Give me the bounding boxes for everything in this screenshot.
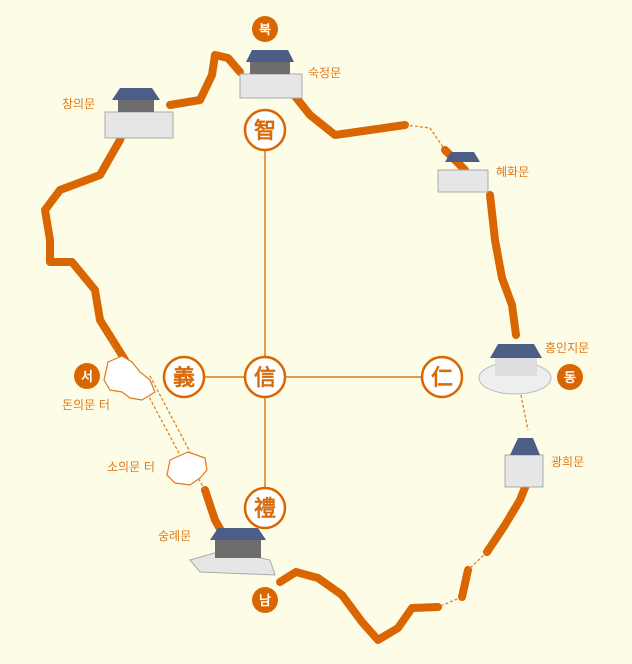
virtue-center: 信 xyxy=(243,355,287,399)
direction-north-badge: 북 xyxy=(252,16,278,42)
direction-north-text: 북 xyxy=(259,23,271,38)
virtue-south-text: 禮 xyxy=(254,496,276,522)
gate-hyehwamun-building[interactable] xyxy=(437,152,489,193)
label-souimun: 소의문 터 xyxy=(107,460,155,474)
virtue-cross-lines xyxy=(205,150,422,490)
label-heunginjimun: 흥인지문 xyxy=(545,341,589,355)
direction-west-badge: 서 xyxy=(74,363,100,389)
virtue-east: 仁 xyxy=(420,355,464,399)
souimun-site-shape xyxy=(166,451,208,486)
label-donuimun: 돈의문 터 xyxy=(62,398,110,412)
label-sungnyemun: 숭례문 xyxy=(158,529,191,543)
label-gwanghuimun: 광희문 xyxy=(551,455,584,469)
gate-gwanghuimun-building[interactable] xyxy=(504,438,544,488)
direction-east-badge: 동 xyxy=(557,364,583,390)
lost-wall-segments xyxy=(104,124,529,608)
donuimun-site-shape xyxy=(103,355,156,401)
direction-south-badge: 남 xyxy=(252,587,278,613)
gate-sukjeongmun-building[interactable] xyxy=(239,50,303,99)
direction-south-text: 남 xyxy=(259,593,271,609)
virtue-center-text: 信 xyxy=(254,365,276,391)
virtue-south: 禮 xyxy=(243,486,287,530)
label-changuimun: 창의문 xyxy=(62,97,95,111)
gate-changuimun-building[interactable] xyxy=(104,88,174,139)
virtue-west-text: 義 xyxy=(173,365,195,391)
virtue-north: 智 xyxy=(243,108,287,152)
city-wall-path xyxy=(41,51,532,644)
gate-sungnyemun-building[interactable] xyxy=(189,528,276,576)
direction-east-text: 동 xyxy=(564,371,576,386)
direction-west-text: 서 xyxy=(81,370,93,385)
virtue-west: 義 xyxy=(162,355,206,399)
gate-heunginjimun-building[interactable] xyxy=(478,344,552,395)
virtue-east-text: 仁 xyxy=(431,365,453,391)
virtue-north-text: 智 xyxy=(254,118,276,144)
label-sukjeongmun: 숙정문 xyxy=(308,66,341,80)
label-hyehwamun: 혜화문 xyxy=(496,165,529,179)
